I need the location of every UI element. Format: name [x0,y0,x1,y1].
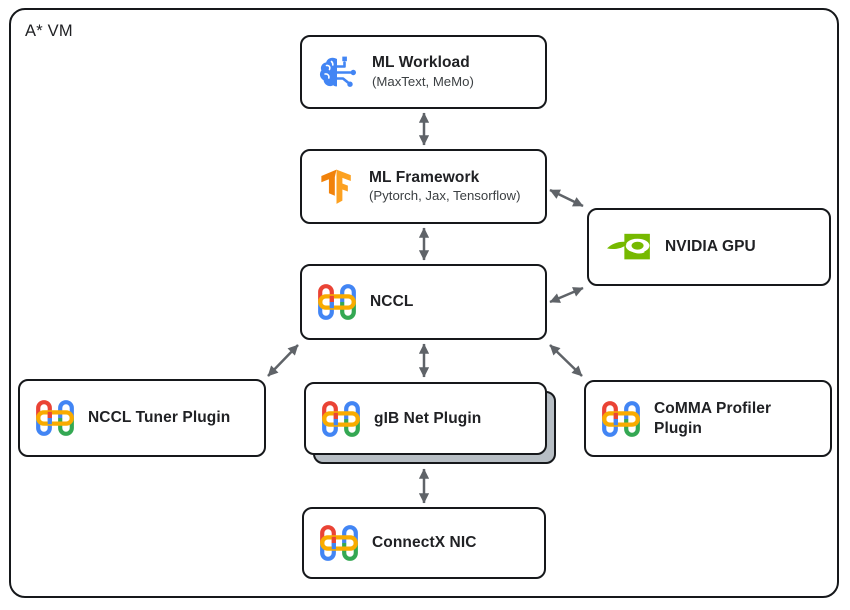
node-title: ML Framework [369,168,480,186]
interconnect-loops-icon [602,400,640,437]
node-gib-net-plugin: gIB Net Plugin [304,382,547,455]
node-subtitle: (Pytorch, Jax, Tensorflow) [369,188,521,204]
vm-frame [9,8,839,598]
vm-label: A* VM [25,22,73,40]
node-nvidia-gpu: NVIDIA GPU [587,208,831,286]
interconnect-loops-icon [320,525,358,561]
node-subtitle: (MaxText, MeMo) [372,73,474,89]
node-connectx-nic: ConnectX NIC [302,507,546,579]
interconnect-loops-icon [36,400,74,436]
brain-circuit-icon [318,54,358,91]
node-nccl: NCCL [300,264,547,340]
node-comma-profiler-plugin: CoMMA Profiler Plugin [584,380,832,457]
nvidia-icon [605,232,651,263]
node-title: CoMMA Profiler Plugin [654,399,772,437]
node-ml-workload: ML Workload (MaxText, MeMo) [300,35,547,109]
node-title: NVIDIA GPU [665,238,756,256]
node-title: ConnectX NIC [372,534,477,552]
node-title: gIB Net Plugin [374,409,482,427]
node-title: NCCL Tuner Plugin [88,409,231,427]
tensorflow-icon [318,166,355,207]
node-title: NCCL [370,293,414,311]
interconnect-loops-icon [322,400,360,437]
node-ml-framework: ML Framework (Pytorch, Jax, Tensorflow) [300,149,547,224]
node-nccl-tuner-plugin: NCCL Tuner Plugin [18,379,266,457]
interconnect-loops-icon [318,284,356,320]
node-title: ML Workload [372,54,470,72]
